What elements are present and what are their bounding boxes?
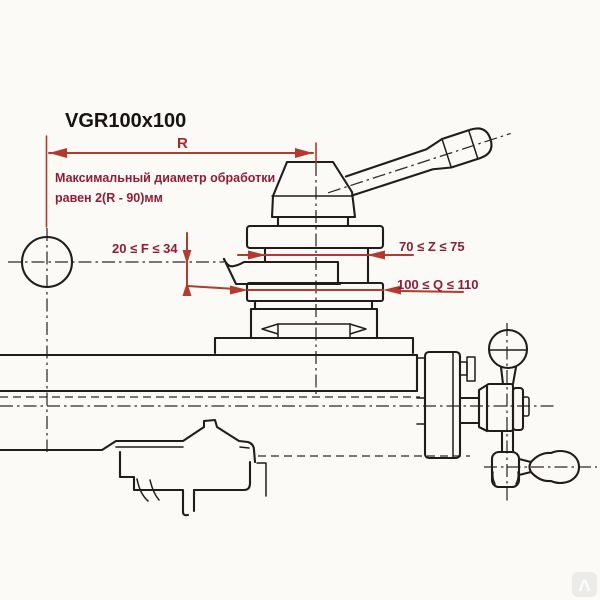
lever-ferrule-line: [441, 138, 453, 169]
lock-screw-head: [466, 356, 476, 382]
crank-hub: [490, 450, 521, 489]
spindle-axis-circle: [20, 235, 74, 289]
centerlines: [0, 163, 597, 503]
q-arrow-left: [230, 285, 248, 295]
top-plate: [245, 224, 385, 250]
body-left-cap: [477, 383, 489, 433]
clamp-foot-curves: [136, 478, 160, 502]
screw-link-lines: [416, 357, 426, 425]
clamp-top-profile: [0, 418, 257, 464]
tool-post-body: [222, 215, 385, 303]
swivel-base: [213, 299, 415, 355]
q-label: 100 ≤ Q ≤ 110: [397, 277, 479, 292]
base-neck: [253, 299, 374, 311]
clamp-body-left: [118, 450, 184, 492]
r-arrow-right: [295, 148, 313, 158]
f-label: 20 ≤ F ≤ 34: [112, 241, 178, 256]
note-line1: Максимальный диаметр обработки: [55, 171, 275, 185]
drawing-title: VGR100x100: [65, 110, 186, 132]
f-seat-line: [186, 285, 237, 290]
watermark-logo: Λ: [572, 572, 597, 597]
clamping-lever: [327, 127, 511, 197]
tool-post-head: [270, 127, 511, 219]
clamp-double-line: [115, 446, 250, 449]
ball-knob: [487, 328, 529, 370]
compound-step: [213, 336, 415, 355]
r-arrow-left: [49, 148, 67, 158]
body-nub: [522, 396, 530, 417]
z-arrow-right: [367, 250, 385, 260]
saddle-clamp: [0, 418, 267, 517]
dovetail-right-gib: [349, 323, 367, 339]
hub-link-lines: [458, 396, 480, 425]
q-tail-line: [400, 290, 464, 293]
screw-body: [485, 382, 515, 433]
q-arrow-right: [383, 285, 401, 295]
tool-bit-top: [222, 257, 340, 285]
dimension-annotations: R 20 ≤ F ≤ 34 70 ≤ Z ≤ 75 100 ≤ Q ≤ 110: [45, 135, 479, 296]
dial-flange: [423, 350, 462, 460]
clamp-bracket: [256, 462, 267, 497]
r-label: R: [177, 135, 188, 152]
cross-slide: [0, 353, 470, 457]
body-right-cap: [511, 386, 525, 432]
z-label: 70 ≤ Z ≤ 75: [399, 239, 465, 254]
lever-outline: [344, 127, 493, 197]
crank-handle-grip: [528, 449, 581, 485]
f-arrow-down: [182, 250, 192, 264]
watermark-letter: Λ: [578, 576, 591, 595]
f-arrow-up: [182, 282, 192, 296]
neck-sides: [276, 215, 350, 228]
crank-neck: [500, 429, 515, 454]
dovetail-left-gib: [261, 323, 279, 339]
clamp-stud: [181, 488, 196, 517]
watermark-box: [572, 572, 597, 597]
clamping-knob: [270, 160, 357, 219]
bottom-plate: [245, 281, 385, 303]
lever-centerline: [327, 132, 511, 194]
hub-fillet-arcs: [492, 471, 519, 485]
z-arrow-left: [248, 250, 266, 260]
note-line2: равен 2(R - 90)мм: [55, 191, 163, 205]
handwheel-assembly: [423, 328, 581, 489]
crank-connector: [517, 457, 533, 477]
clamp-body-right: [192, 460, 252, 492]
ball-stem: [499, 365, 518, 386]
